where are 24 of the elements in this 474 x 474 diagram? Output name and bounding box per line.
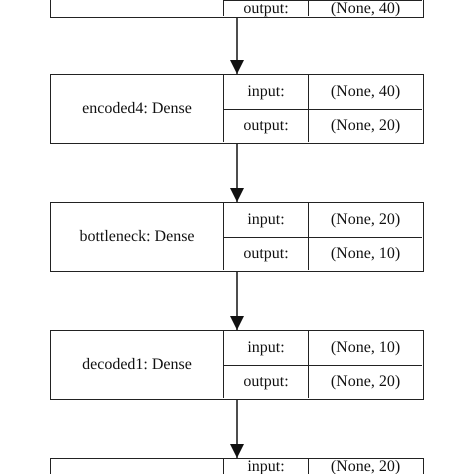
port-label: output: [223,365,308,398]
port-label: output: [223,237,308,270]
port-label: input: [223,203,308,237]
shape-value: (None, 20) [308,365,422,398]
port-label: input: [223,75,308,109]
port-label: input: [223,331,308,365]
port-label: output: [223,109,308,142]
shape-value: (None, 40) [308,0,422,16]
arrow [230,144,244,202]
shape-value: (None, 10) [308,331,422,365]
shape-value: (None, 20) [308,203,422,237]
shape-value: (None, 20) [308,109,422,142]
port-label: output: [223,0,308,16]
layer-name: bottleneck: Dense [78,226,196,246]
layer-box [50,202,424,272]
arrow [230,400,244,458]
shape-value: (None, 10) [308,237,422,270]
layer-name: decoded1: Dense [81,354,193,374]
arrow [230,272,244,330]
layer-box [50,330,424,400]
arrow [230,18,244,74]
shape-value: (None, 40) [308,75,422,109]
layer-name: encoded4: Dense [81,98,193,118]
layer-box [50,74,424,144]
